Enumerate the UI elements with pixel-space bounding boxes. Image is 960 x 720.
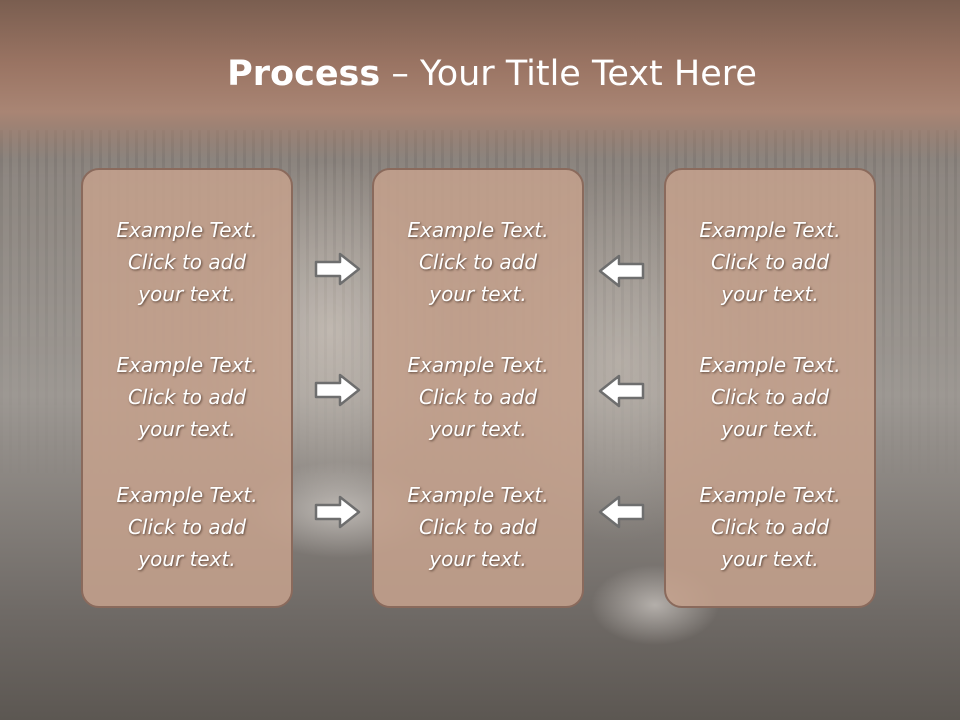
text-line: your text. — [721, 547, 819, 571]
text-line: Click to add — [710, 250, 830, 274]
text-line: Click to add — [418, 515, 538, 539]
arrow-right-icon — [314, 373, 361, 407]
text-line: Example Text. — [116, 353, 258, 377]
slide-title[interactable]: Process – Your Title Text Here — [0, 52, 960, 96]
text-line: Click to add — [127, 385, 247, 409]
text-line: your text. — [429, 282, 527, 306]
text-line: your text. — [429, 417, 527, 441]
text-line: Click to add — [127, 250, 247, 274]
text-line: Example Text. — [116, 218, 258, 242]
text-placeholder[interactable]: Example Text. Click to add your text. — [374, 349, 582, 445]
text-line: Example Text. — [407, 218, 549, 242]
text-line: your text. — [138, 417, 236, 441]
text-line: Example Text. — [116, 483, 258, 507]
text-line: Example Text. — [699, 483, 841, 507]
text-line: your text. — [138, 282, 236, 306]
text-line: Click to add — [710, 385, 830, 409]
arrow-left-icon — [598, 495, 645, 529]
text-line: Click to add — [127, 515, 247, 539]
text-placeholder[interactable]: Example Text. Click to add your text. — [83, 479, 291, 575]
arrow-right-icon — [314, 252, 361, 286]
text-line: Click to add — [418, 250, 538, 274]
text-line: Example Text. — [699, 353, 841, 377]
text-placeholder[interactable]: Example Text. Click to add your text. — [374, 479, 582, 575]
process-column-1[interactable]: Example Text. Click to add your text. Ex… — [81, 168, 293, 608]
text-line: Example Text. — [699, 218, 841, 242]
text-line: your text. — [721, 282, 819, 306]
header-band — [0, 0, 960, 160]
title-dash: – — [380, 54, 420, 94]
arrow-right-icon — [314, 495, 361, 529]
arrow-left-icon — [598, 374, 645, 408]
text-placeholder[interactable]: Example Text. Click to add your text. — [666, 479, 874, 575]
text-line: Example Text. — [407, 483, 549, 507]
text-placeholder[interactable]: Example Text. Click to add your text. — [83, 214, 291, 310]
text-placeholder[interactable]: Example Text. Click to add your text. — [374, 214, 582, 310]
text-line: Example Text. — [407, 353, 549, 377]
text-placeholder[interactable]: Example Text. Click to add your text. — [666, 214, 874, 310]
process-column-2[interactable]: Example Text. Click to add your text. Ex… — [372, 168, 584, 608]
title-bold-text: Process — [227, 54, 381, 94]
title-rest-text: Your Title Text Here — [419, 54, 757, 94]
text-line: Click to add — [710, 515, 830, 539]
text-placeholder[interactable]: Example Text. Click to add your text. — [666, 349, 874, 445]
text-placeholder[interactable]: Example Text. Click to add your text. — [83, 349, 291, 445]
text-line: your text. — [138, 547, 236, 571]
text-line: your text. — [721, 417, 819, 441]
arrow-left-icon — [598, 254, 645, 288]
process-column-3[interactable]: Example Text. Click to add your text. Ex… — [664, 168, 876, 608]
text-line: Click to add — [418, 385, 538, 409]
text-line: your text. — [429, 547, 527, 571]
